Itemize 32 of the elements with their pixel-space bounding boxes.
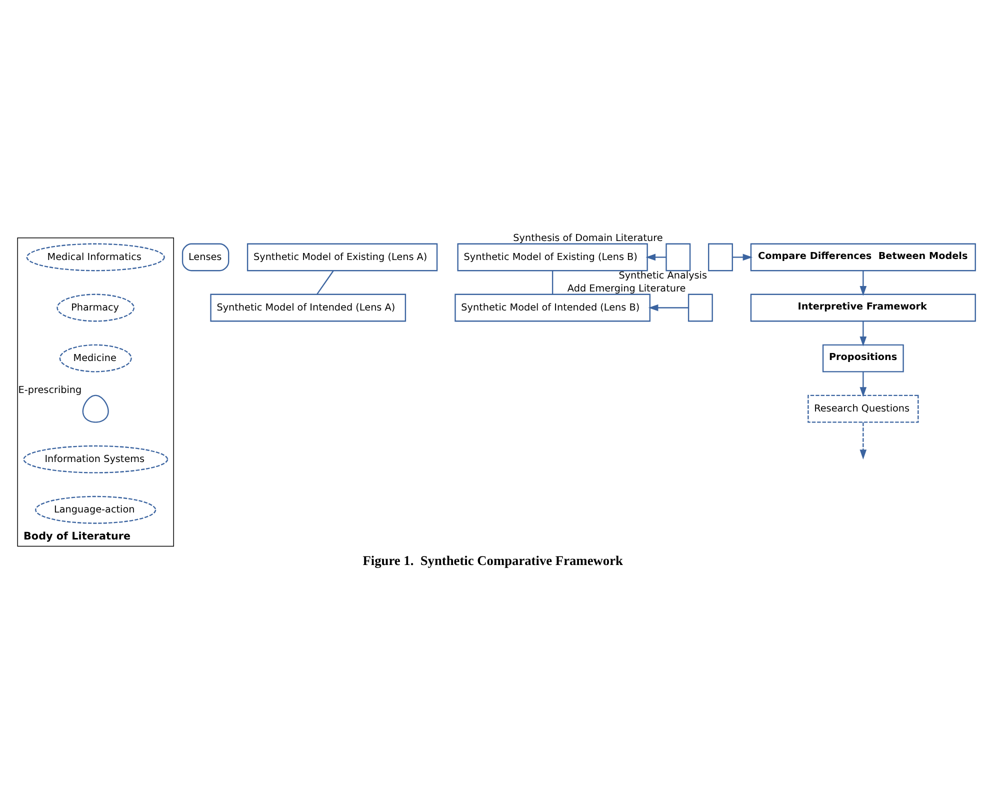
node-ellipse: Medicine bbox=[59, 344, 132, 372]
caption: Figure 1. Synthetic Comparative Framework bbox=[362, 553, 623, 568]
node-ellipse: Pharmacy bbox=[56, 294, 135, 322]
node-box: Synthetic Model of Intended (Lens A) bbox=[210, 294, 406, 322]
arrow bbox=[860, 270, 867, 296]
arrow bbox=[732, 254, 753, 261]
node-box: Propositions bbox=[822, 344, 904, 372]
node-ellipse: Medical Informatics bbox=[26, 243, 165, 272]
node-cloud bbox=[82, 394, 109, 423]
node-box: Compare Differences Between Models bbox=[750, 243, 976, 272]
arrow bbox=[860, 422, 867, 460]
connector bbox=[316, 270, 334, 294]
arrow bbox=[648, 304, 688, 312]
node-ellipse: Language-action bbox=[35, 496, 156, 524]
node-label: Add Emerging Literature bbox=[567, 284, 686, 295]
node-box: Interpretive Framework bbox=[750, 294, 976, 322]
arrow bbox=[860, 372, 867, 397]
arrow bbox=[860, 321, 867, 346]
arrow bbox=[646, 254, 666, 261]
node-box: Synthetic Model of Intended (Lens B) bbox=[454, 294, 650, 322]
node-label: Synthesis of Domain Literature bbox=[513, 233, 663, 244]
node-label: Synthetic Analysis bbox=[618, 270, 708, 282]
node-label: E-prescribing bbox=[18, 384, 82, 396]
node-box: Synthetic Model of Existing (Lens B) bbox=[457, 243, 648, 272]
node-ellipse: Information Systems bbox=[23, 445, 168, 474]
node-box bbox=[666, 243, 691, 272]
node-box bbox=[688, 294, 713, 322]
node-box: Synthetic Model of Existing (Lens A) bbox=[246, 243, 438, 272]
node-box: Lenses bbox=[182, 243, 230, 272]
node-box bbox=[708, 243, 733, 272]
connector bbox=[552, 270, 554, 294]
node-box: Research Questions bbox=[808, 394, 919, 423]
